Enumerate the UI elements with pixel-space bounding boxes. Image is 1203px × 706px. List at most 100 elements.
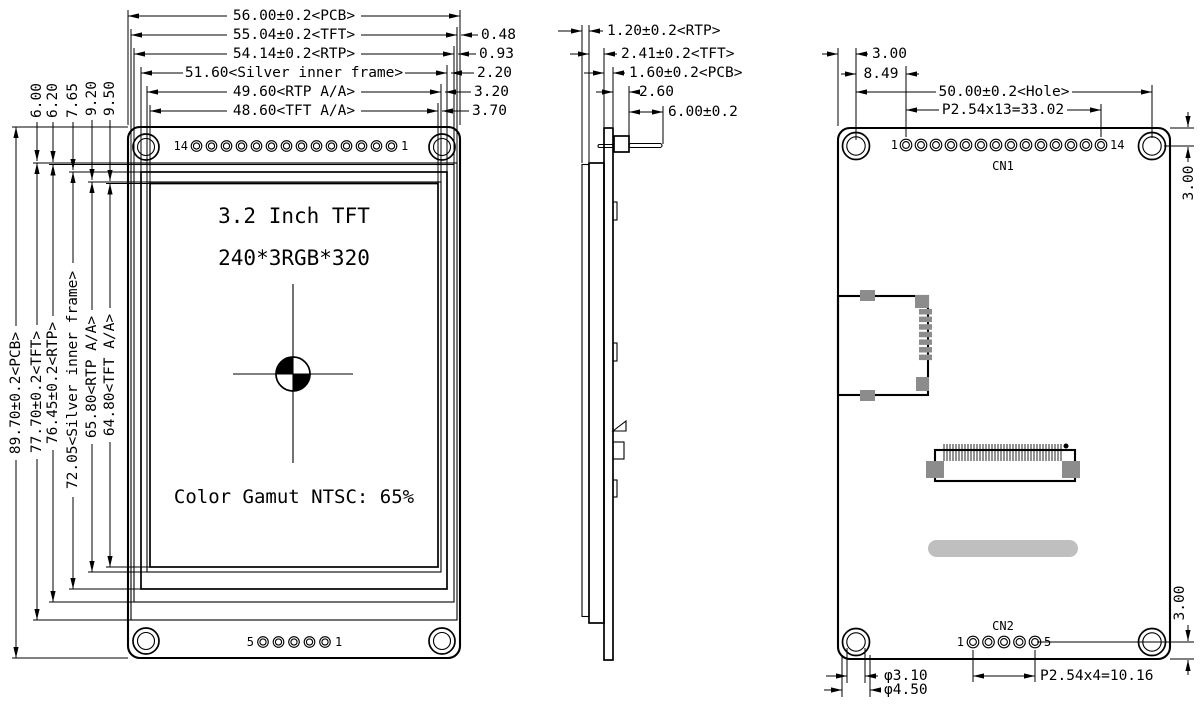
pin-hole <box>969 638 977 646</box>
dim-tft-aa-width: 48.60<TFT A/A> <box>233 103 355 119</box>
side-pin-back <box>597 143 615 149</box>
pin-hole <box>997 635 1011 649</box>
pin-hole <box>259 638 267 646</box>
pin-hole <box>385 140 398 152</box>
sd-pad <box>919 324 932 330</box>
dim-rtp-thickness: 1.20±0.2<RTP> <box>607 23 721 39</box>
pin-hole <box>312 142 321 150</box>
dim-pin-length: 6.00±0.2 <box>668 104 738 120</box>
dim-rtp-width: 54.14±0.2<RTP> <box>233 46 355 62</box>
front-view: 14 1 5 1 3.2 Inch TFT 240*3RGB*320 Color… <box>126 125 462 660</box>
dim-pcb-width: 56.00±0.2<PCB> <box>233 8 355 24</box>
dim-rtp-aa-width: 49.60<RTP A/A> <box>233 84 355 100</box>
pin-hole <box>303 636 316 648</box>
back-pcb-outline <box>836 126 1172 661</box>
dim-pcb-height: 89.70±0.2<PCB> <box>8 332 24 454</box>
side-connector-latch <box>611 419 627 432</box>
dim-tft-width: 55.04±0.2<TFT> <box>233 27 355 43</box>
dim-bottom-right-hole: 3.00 <box>1172 586 1188 621</box>
pin-hole <box>929 138 943 152</box>
pin-hole <box>237 142 246 150</box>
pin-hole <box>235 140 248 152</box>
pin-hole <box>340 140 353 152</box>
front-bottom-pin-row <box>257 636 331 648</box>
dim-cn1-pitch: P2.54x13=33.02 <box>942 102 1064 118</box>
back-view: 1 14 CN1 1 5 CN2 <box>836 126 1172 661</box>
pin-hole <box>1007 141 1015 149</box>
pin-hole <box>944 138 958 152</box>
dim-top-offset-950: 9.50 <box>102 81 118 116</box>
side-connector-body <box>612 441 625 460</box>
pin-hole <box>319 636 331 648</box>
dim-tft-aa-height: 64.80<TFT A/A> <box>102 314 118 436</box>
sd-card-slot <box>836 290 932 401</box>
front-top-dimensions: 56.00±0.2<PCB> 55.04±0.2<TFT> 54.14±0.2<… <box>127 8 516 183</box>
rtp-active-area <box>146 181 442 573</box>
pin-hole <box>914 138 928 152</box>
pin-hole <box>282 142 291 150</box>
cn1-pin-row <box>899 138 1108 152</box>
pin-hole <box>280 140 293 152</box>
pin-hole <box>962 141 970 149</box>
sd-pad <box>919 309 932 315</box>
dim-hole-to-pin: 8.49 <box>864 66 899 82</box>
pin-hole <box>220 140 233 152</box>
pin-hole <box>190 140 203 152</box>
dim-top-offset-920: 9.20 <box>84 81 100 116</box>
center-mark-icon <box>233 284 353 463</box>
pin-hole <box>1022 141 1030 149</box>
pin-hole <box>310 140 323 152</box>
pin-hole <box>974 138 988 152</box>
pin-hole <box>342 142 351 150</box>
pin-hole <box>1000 638 1008 646</box>
pin-hole <box>1049 138 1063 152</box>
pin-hole <box>295 140 308 152</box>
dim-offset-320: 3.20 <box>474 84 509 100</box>
pin-hole <box>370 140 383 152</box>
pin-hole <box>387 142 396 150</box>
side-tab <box>612 342 618 362</box>
dim-silver-frame-width: 51.60<Silver inner frame> <box>185 65 404 81</box>
pin-hole <box>272 636 285 648</box>
pin-hole <box>984 638 993 646</box>
pin-label-14: 14 <box>174 139 188 153</box>
pin-hole <box>207 142 216 150</box>
tft-active-area <box>149 182 439 568</box>
pin-label-1b: 1 <box>335 635 342 649</box>
dim-offset-370: 3.70 <box>472 103 507 119</box>
pin-hole <box>1015 638 1024 646</box>
dim-offset-048: 0.48 <box>481 27 516 43</box>
pin-hole <box>274 638 283 646</box>
pin-hole <box>992 141 1000 149</box>
pin-hole <box>250 140 263 152</box>
sd-pad <box>919 354 932 361</box>
pin-hole <box>1064 138 1078 152</box>
pin-hole <box>1052 141 1060 149</box>
pin-hole <box>1082 141 1090 149</box>
pin-hole <box>372 142 381 150</box>
side-tft-layer <box>588 162 605 624</box>
dim-rtp-aa-height: 65.80<RTP A/A> <box>84 316 100 438</box>
pin-hole <box>222 142 231 150</box>
dim-top-offset-765: 7.65 <box>65 83 81 118</box>
pin-hole <box>325 140 338 152</box>
pin-label-5: 5 <box>247 635 254 649</box>
pin-hole <box>1037 141 1045 149</box>
pin-hole <box>297 142 306 150</box>
pin-hole <box>1019 138 1033 152</box>
pin-hole <box>1097 141 1105 149</box>
color-gamut-text: Color Gamut NTSC: 65% <box>174 486 415 508</box>
dim-cn2-pitch: P2.54x4=10.16 <box>1040 668 1154 684</box>
pin-hole <box>257 636 269 648</box>
front-top-pin-row <box>190 140 398 152</box>
cn1-label: CN1 <box>992 159 1014 173</box>
cn2-pin-row <box>966 635 1042 649</box>
dim-edge-to-hole: 3.00 <box>872 46 907 62</box>
tft-outline <box>130 162 458 621</box>
dim-top-offset-600: 6.00 <box>29 83 45 118</box>
sd-pad <box>919 347 932 353</box>
pin-hole <box>1004 138 1018 152</box>
side-view <box>581 127 663 661</box>
pin-hole <box>1034 138 1048 152</box>
